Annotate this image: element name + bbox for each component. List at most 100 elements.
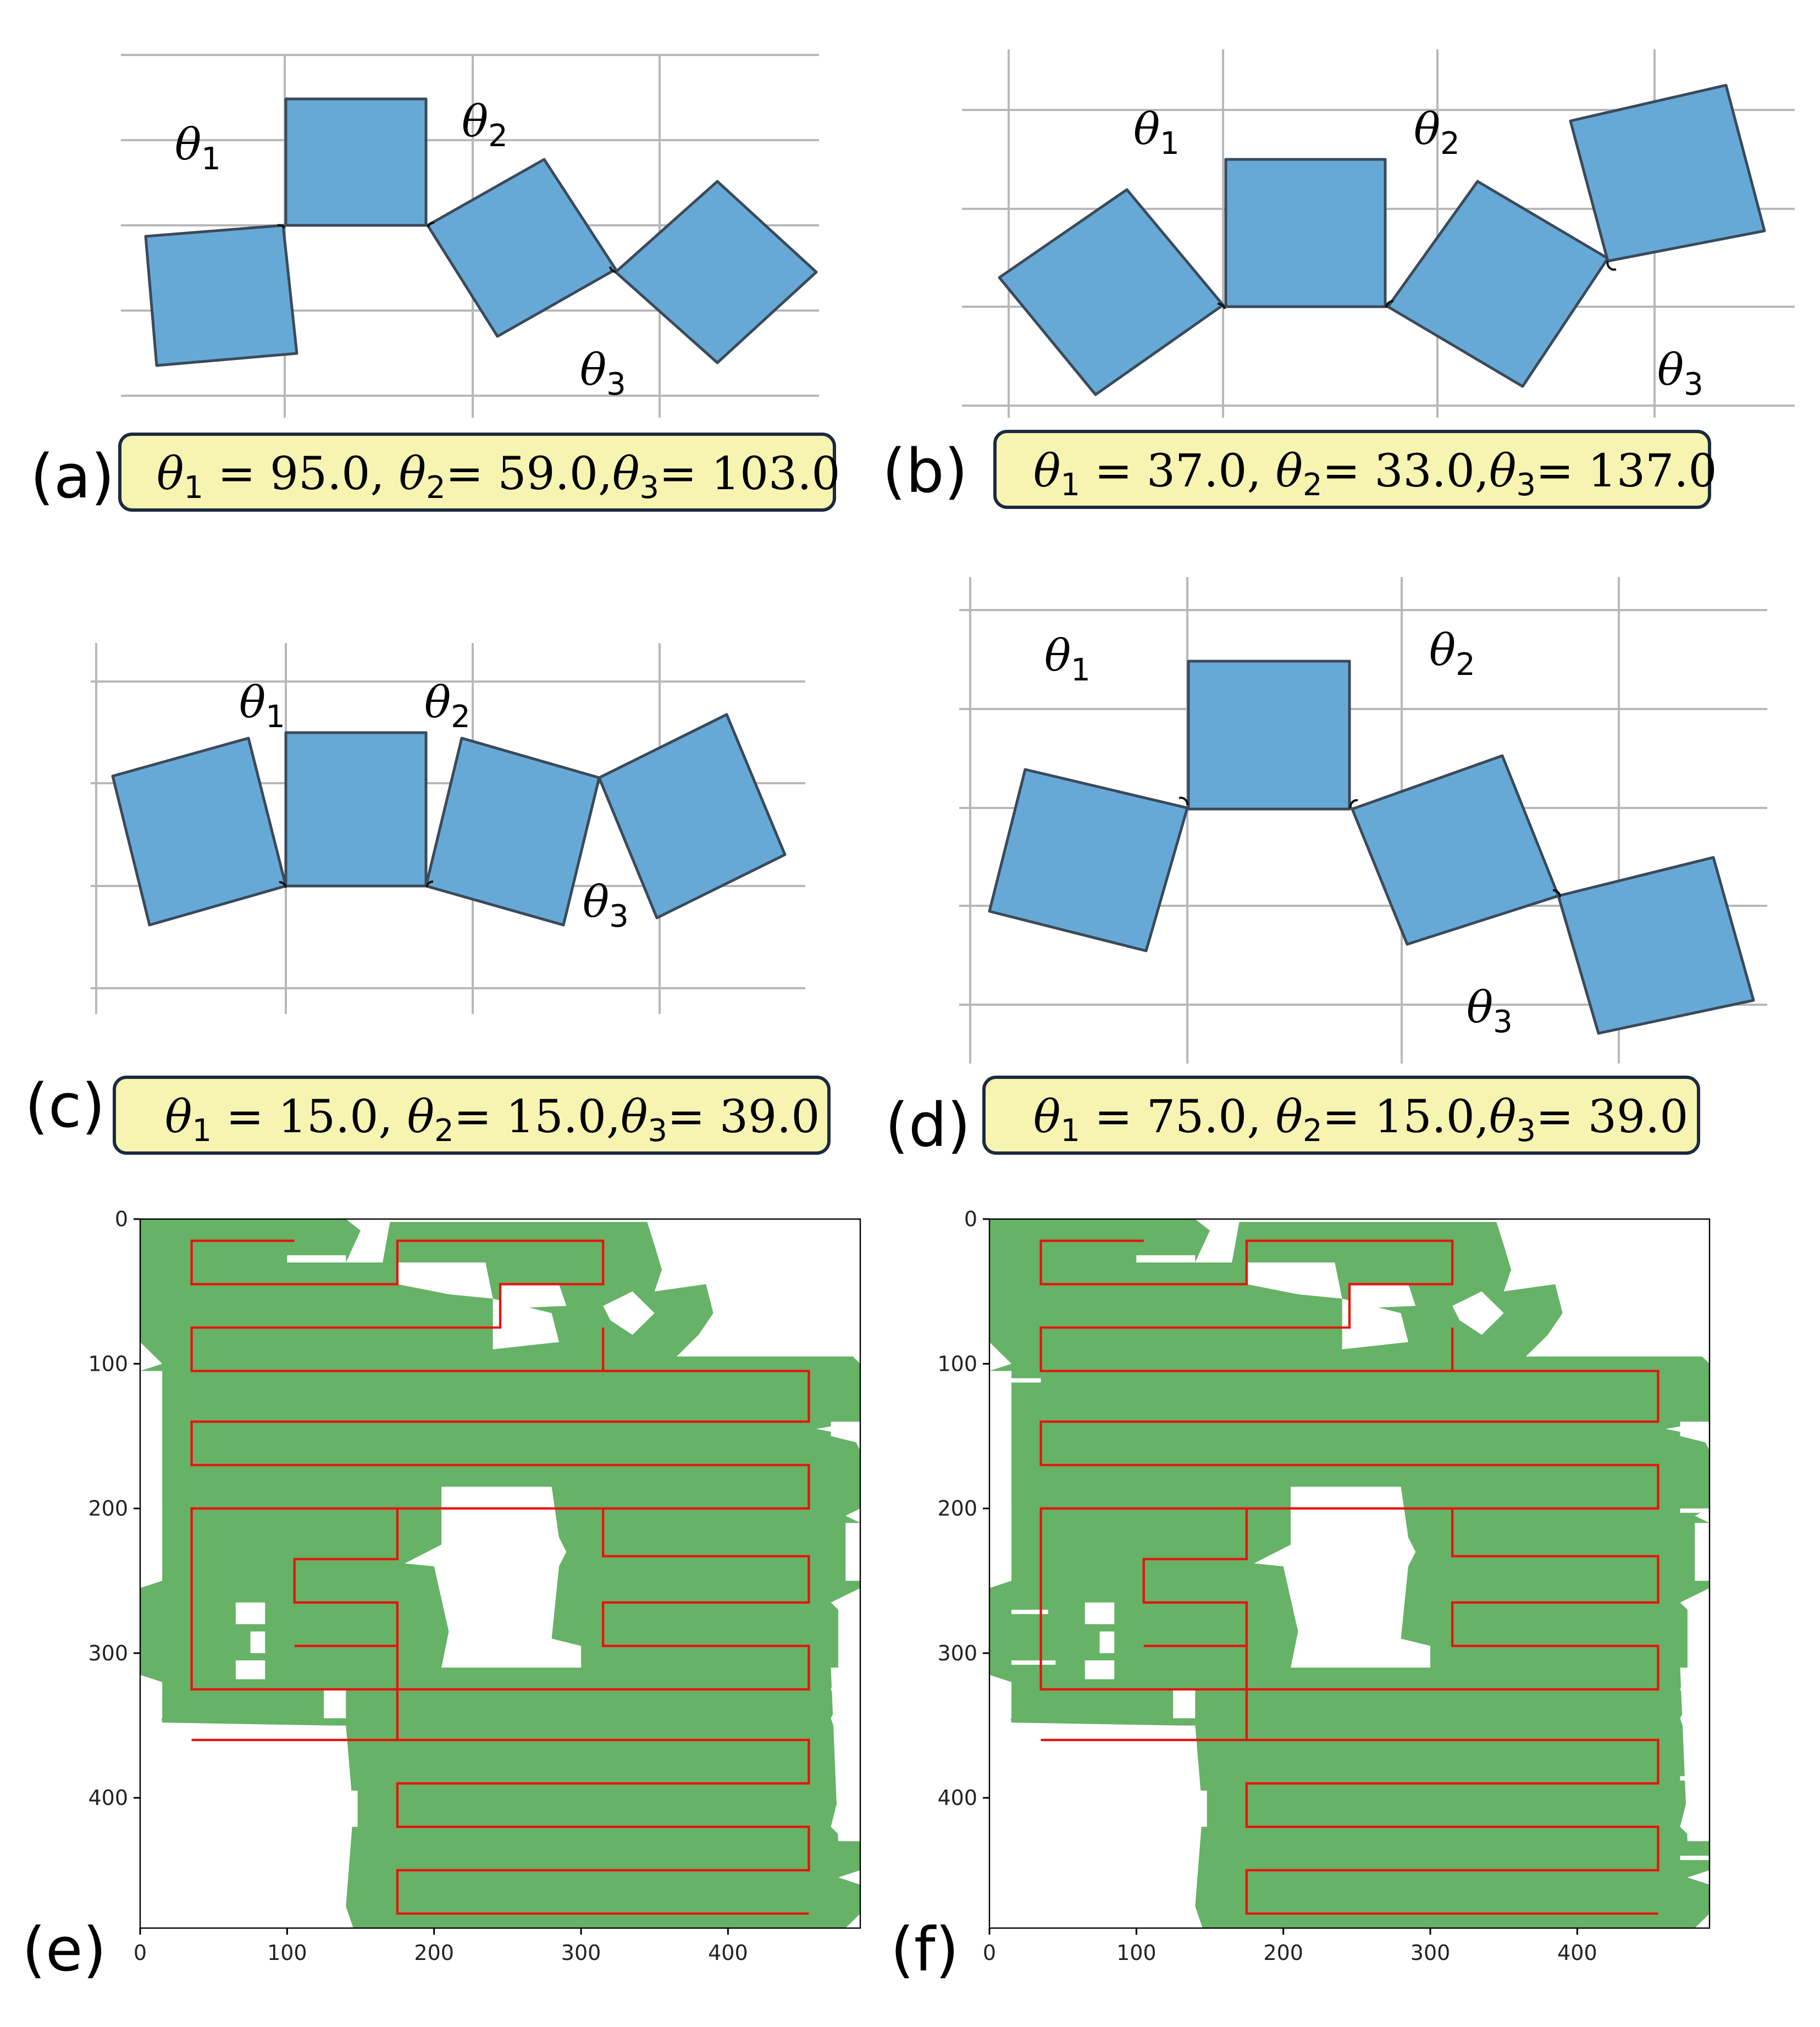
panel-e-coverage-path-segment [293,1508,399,1740]
link-base [1224,158,1387,308]
theta-2-label: θ [1429,624,1456,675]
link-base [1187,660,1351,811]
panel-f-y-tick-label: 100 [937,1352,977,1376]
panel-e-y-tick-label: 100 [88,1352,128,1376]
panel-f-uncovered-region [1136,1255,1196,1262]
panel-e-x-tick-label: 100 [267,1941,307,1965]
svg-text:θ2: θ2 [1429,624,1475,683]
panel-f-uncovered-region [1195,1790,1207,1827]
panel-e-uncovered-region [831,1421,861,1444]
panel-f-uncovered-region [989,1675,1012,1719]
theta-3-label: θ [583,876,609,927]
svg-text:θ1: θ1 [1133,103,1180,162]
panel-f-sweep-gap [1011,1378,1041,1383]
theta-2-label: θ [424,677,451,728]
theta-3-label: θ [580,344,606,395]
panel-f-y-tick-label: 400 [937,1786,977,1810]
theta-2-label: θ [1414,103,1440,154]
panel-f-uncovered-region [1085,1602,1115,1625]
panel-e-x-tick-label: 300 [561,1941,601,1965]
panel-f-x-tick-label: 100 [1116,1941,1157,1965]
link-1 [144,224,298,367]
link-3 [598,713,787,920]
panel-label: (b) [882,436,968,506]
link-1 [998,188,1225,396]
panel-f-coverage-path [1039,1239,1659,1691]
panel-e-axes-frame [139,1218,861,1929]
panel-e-y-tick-label: 300 [88,1641,128,1665]
theta-3-label: θ [1467,982,1493,1033]
panel-f-uncovered-region [1099,1631,1115,1653]
svg-text:θ3: θ3 [1657,344,1703,402]
panel-label: (e) [22,1914,107,1985]
panel-f-sweep-gap [1011,1609,1048,1614]
panel-f-uncovered-region [1680,1668,1710,1842]
panel-f [988,1218,1711,1929]
theta-1-label: θ [1044,630,1071,681]
panel-e-uncovered-region [405,1487,582,1668]
panel-f-coverage-path-segment [1142,1508,1248,1740]
panel-e-uncovered-region [346,1790,358,1827]
panel-f-uncovered-region [1695,1522,1710,1581]
panel-f-uncovered-region [1085,1660,1115,1680]
panel-f-sweep-gap [1680,1856,1710,1860]
panel-f-coverage-path-segment [1041,1738,1659,1915]
panel-f-uncovered-region [1452,1291,1504,1335]
theta-3-label: θ [1657,344,1684,395]
panel-f-uncovered-region [1349,1284,1416,1309]
panel-e-uncovered-region [140,1675,163,1719]
panel-e-x-tick-label: 0 [134,1941,147,1965]
link-2 [1386,180,1609,388]
panel-e-y-tick-label: 0 [115,1207,128,1231]
panel-e-uncovered-region [603,1291,655,1335]
panel-f-sweep-gap [1680,1508,1710,1513]
panel-f-uncovered-region [1254,1487,1431,1668]
link-2 [426,158,617,338]
svg-text:θ1: θ1 [1044,630,1091,688]
panel-e-uncovered-region [845,1522,861,1581]
svg-text:θ3: θ3 [1467,982,1513,1040]
panel-f-uncovered-region [1173,1689,1196,1719]
link-3 [1557,856,1755,1035]
caption-text: θ1 = 75.0, θ2= 15.0,θ3= 39.0 [1033,1091,1688,1149]
panel-e-uncovered-region [140,1371,163,1581]
panel-e-uncovered-region [235,1660,265,1680]
caption-text: θ1 = 37.0, θ2= 33.0,θ3= 137.0 [1033,445,1717,503]
panel-e-uncovered-region [493,1298,559,1349]
panel-e-uncovered-region [831,1668,861,1842]
link-3 [1569,84,1766,263]
link-2 [1351,754,1560,946]
caption-box [113,1076,831,1155]
svg-text:θ1: θ1 [239,677,285,735]
panel-label: (d) [885,1090,971,1160]
panel-f-x-tick-label: 0 [983,1941,996,1965]
panel-e-uncovered-region [250,1631,265,1653]
panel-a: θ1 θ2 θ3 (a) θ1 = 95.0, θ2= 59.0,θ3= 103… [30,54,840,512]
theta-1-label: θ [1133,103,1160,154]
panel-e-uncovered-region [500,1284,567,1309]
svg-text:θ2: θ2 [1414,103,1460,162]
panel-e-uncovered-region [235,1602,265,1625]
panel-e-coverage-path [190,1239,810,1691]
panel-f-uncovered-region [1680,1421,1710,1444]
link-1 [988,768,1189,952]
svg-text:θ3: θ3 [580,344,626,402]
theta-1-label: θ [239,677,265,728]
panel-label: (a) [30,441,114,512]
panel-e-coverage-path-segment [191,1738,810,1915]
link-base [284,731,428,888]
link-base [284,97,428,227]
panel-f-uncovered-region [1342,1298,1408,1349]
caption-box [982,1076,1700,1155]
link-1 [111,736,287,927]
panel-f-y-tick-label: 300 [937,1641,977,1665]
panel-f-y-tick-label: 200 [937,1497,977,1521]
panel-f-uncovered-region [1246,1262,1342,1299]
panel-e-y-tick-label: 400 [88,1786,128,1810]
panel-d: θ1 θ2 θ3 (d) θ1 = 75.0, θ2= 15.0,θ3= 39.… [885,577,1767,1160]
svg-text:θ3: θ3 [583,876,629,934]
panel-f-x-tick-label: 400 [1557,1941,1597,1965]
panel-f-sweep-gap [1011,1660,1056,1665]
svg-text:θ2: θ2 [462,96,508,154]
